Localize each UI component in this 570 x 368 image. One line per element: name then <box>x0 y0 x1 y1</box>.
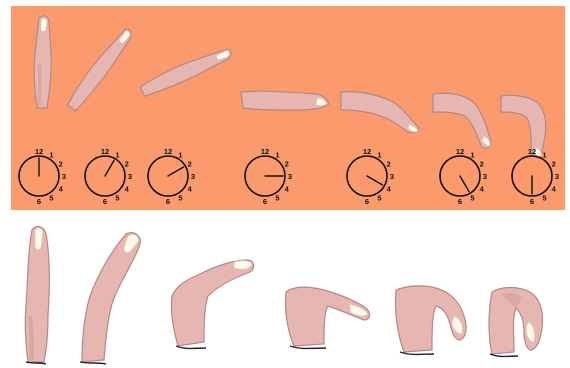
clock-numeral: 2 <box>59 160 63 169</box>
clock-numeral: 5 <box>377 194 381 203</box>
clock-numeral: 4 <box>552 185 557 194</box>
clock-numeral: 2 <box>480 160 484 169</box>
clock-hand <box>460 176 469 192</box>
clock-numeral: 12 <box>363 147 371 156</box>
clock-numeral: 2 <box>188 160 192 169</box>
finger-5 <box>341 92 419 133</box>
clock-numeral: 2 <box>285 160 289 169</box>
clock-numeral: 3 <box>191 172 195 181</box>
clock-numeral: 3 <box>555 172 559 181</box>
finger-4 <box>241 91 329 110</box>
clock-numeral: 6 <box>458 197 462 206</box>
clock-7: 12 12 3 456 <box>512 147 559 206</box>
clock-numeral: 5 <box>275 194 279 203</box>
bent-finger-3 <box>171 260 253 349</box>
clock-numeral: 5 <box>178 194 182 203</box>
clock-numeral: 2 <box>387 160 391 169</box>
clock-numeral: 12 <box>101 147 109 156</box>
bent-finger-6 <box>489 288 543 357</box>
clock-numeral: 6 <box>263 197 267 206</box>
clock-numeral: 1 <box>178 150 182 159</box>
clock-numeral: 1 <box>542 150 546 159</box>
clock-numeral: 6 <box>530 197 534 206</box>
clock-numeral: 4 <box>59 185 64 194</box>
clock-numeral: 5 <box>49 194 53 203</box>
bent-finger-4 <box>285 287 369 348</box>
clock-numeral: 4 <box>480 185 485 194</box>
clock-numeral: 1 <box>470 150 474 159</box>
clock-6: 12 12 3 456 <box>440 147 487 206</box>
clock-numeral: 6 <box>37 197 41 206</box>
clock-numeral: 3 <box>288 172 292 181</box>
clock-numeral: 12 <box>528 147 536 156</box>
clock-2: 12 12 3 456 <box>85 147 132 206</box>
clock-hand <box>105 160 114 176</box>
clock-numeral: 6 <box>365 197 369 206</box>
clock-numeral: 1 <box>49 150 53 159</box>
clock-5: 12 12 3 456 <box>347 147 394 206</box>
finger-2 <box>66 25 135 113</box>
clock-numeral: 4 <box>125 185 130 194</box>
bent-finger-5 <box>395 286 466 355</box>
finger-3 <box>139 43 233 100</box>
clock-numeral: 1 <box>377 150 381 159</box>
finger-sequence-panel <box>0 212 570 368</box>
clock-numeral: 3 <box>483 172 487 181</box>
clock-numeral: 5 <box>542 194 546 203</box>
clock-numeral: 3 <box>390 172 394 181</box>
clock-numeral: 2 <box>125 160 129 169</box>
clock-numeral: 12 <box>164 147 172 156</box>
finger-1 <box>34 16 51 108</box>
clock-hand <box>367 176 383 185</box>
clock-numeral: 12 <box>261 147 269 156</box>
bent-finger-1 <box>25 227 49 364</box>
clock-numeral: 4 <box>387 185 392 194</box>
clock-numeral: 3 <box>128 172 132 181</box>
clock-numeral: 6 <box>103 197 107 206</box>
finger-6 <box>433 93 491 148</box>
bent-finger-2 <box>80 233 140 364</box>
clock-3: 12 12 3 456 <box>148 147 195 206</box>
clock-numeral: 5 <box>115 194 119 203</box>
clock-numeral: 4 <box>188 185 193 194</box>
clock-numeral: 6 <box>166 197 170 206</box>
clock-hand <box>168 167 184 176</box>
clock-4: 12 12 3 456 <box>245 147 292 206</box>
clock-numeral: 12 <box>35 147 43 156</box>
clock-1: 12 12 3 456 <box>19 147 66 206</box>
finger-sequence-illustration <box>0 212 570 368</box>
clock-numeral: 1 <box>115 150 119 159</box>
clock-numeral: 1 <box>275 150 279 159</box>
clock-numeral: 3 <box>62 172 66 181</box>
clock-numeral: 5 <box>470 194 474 203</box>
clock-numeral: 4 <box>285 185 290 194</box>
finger-7 <box>501 95 546 158</box>
clock-numeral: 12 <box>456 147 464 156</box>
clock-numeral: 2 <box>552 160 556 169</box>
